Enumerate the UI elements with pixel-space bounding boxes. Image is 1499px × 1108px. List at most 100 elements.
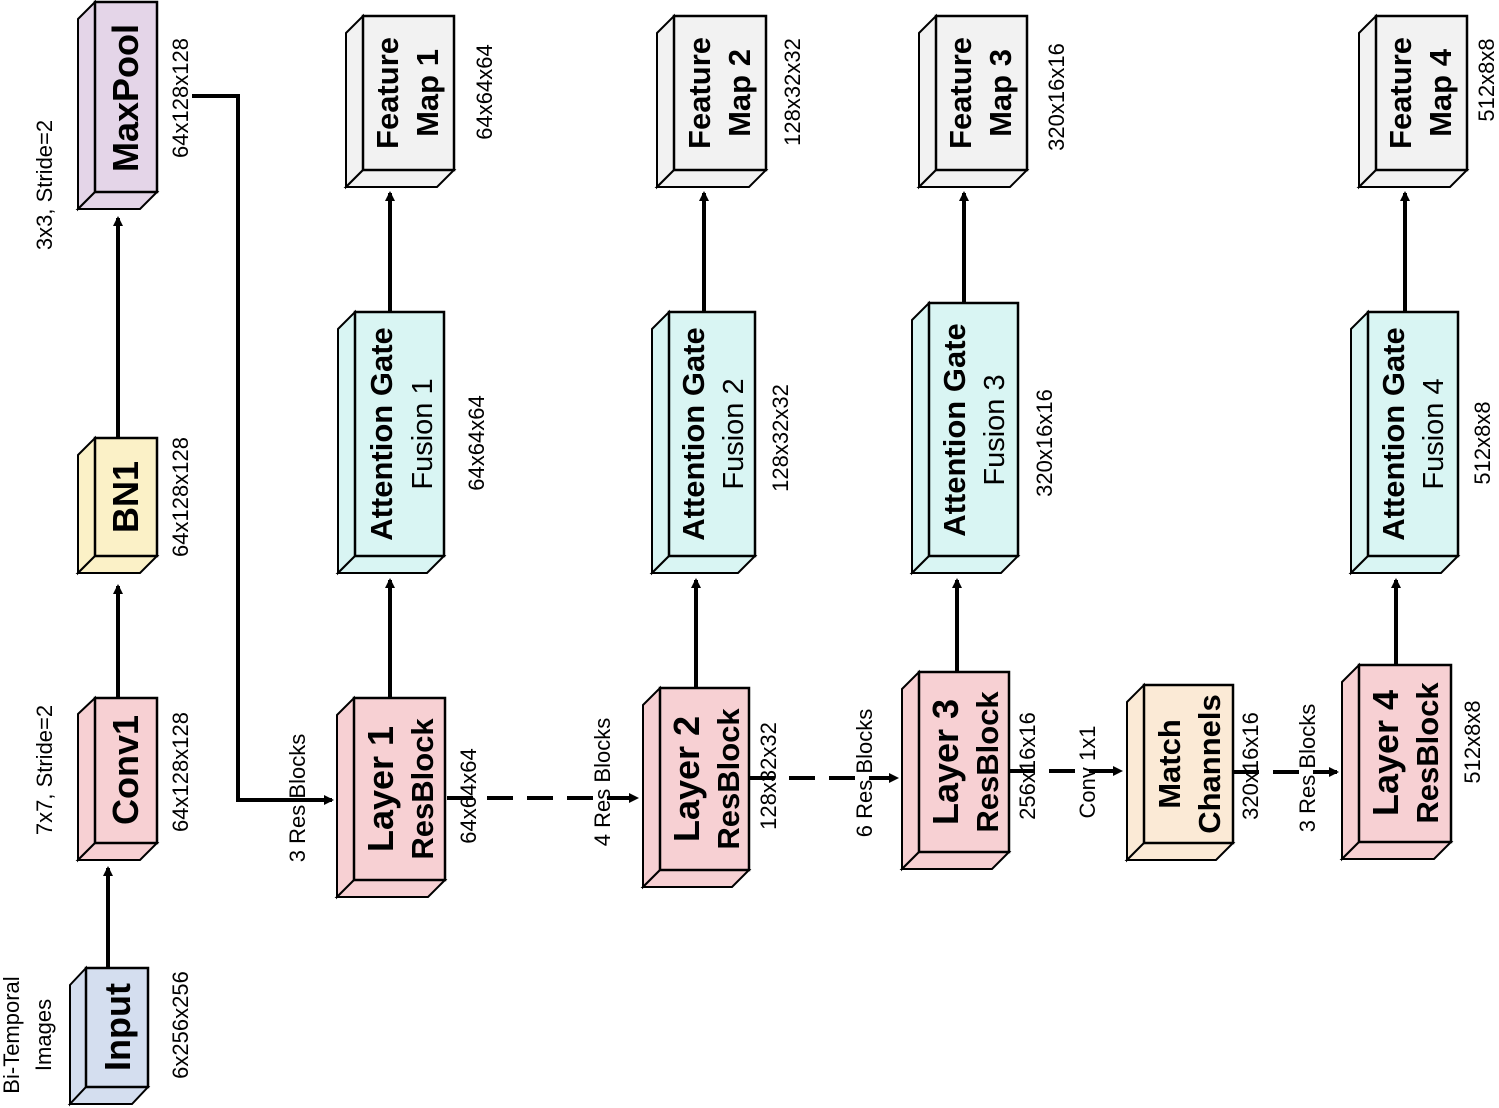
- layer3-subtitle: ResBlock: [970, 691, 1005, 833]
- gate1-title: Attention Gate: [364, 327, 399, 541]
- input-name: Input: [97, 983, 138, 1071]
- feature1-line2: Map 1: [410, 49, 445, 137]
- feature4-line1: Feature: [1383, 37, 1418, 149]
- connectors: [103, 94, 1410, 968]
- feature2-box: [672, 14, 768, 172]
- layer1-subtitle: ResBlock: [405, 718, 440, 860]
- gate1-box-bottom: [335, 555, 447, 574]
- gate4-box-bottom: [1348, 555, 1461, 574]
- layer2-box-side: [642, 685, 661, 890]
- match-dims: 320x16x16: [1238, 712, 1263, 820]
- layer4-blocks: 3 Res Blocks: [1295, 704, 1320, 832]
- attention-gate-1: Attention Gate Fusion 1 64x64x64: [335, 309, 489, 576]
- layer3-box-bottom: [899, 851, 1012, 870]
- layer2-subtitle: ResBlock: [711, 708, 746, 850]
- layer2-dims: 128x32x32: [756, 722, 781, 830]
- feature1-box-side: [345, 13, 364, 190]
- layer4-box-side: [1341, 662, 1360, 862]
- layer2-box: [658, 686, 751, 872]
- feature4-box-side: [1358, 13, 1377, 190]
- gate4-box-side: [1350, 309, 1369, 576]
- match-channels-block: Match Channels Conv 1x1 320x16x16: [1075, 682, 1263, 863]
- gate4-subtitle: Fusion 4: [1418, 378, 1450, 489]
- conv1-box: [93, 696, 159, 845]
- bn1-block: BN1 64x128x128: [75, 435, 193, 576]
- layer1-dims: 64x64x64: [456, 748, 481, 843]
- maxpool-params: 3x3, Stride=2: [32, 120, 57, 250]
- layer1-box-bottom: [334, 879, 448, 898]
- conv1-name: Conv1: [105, 715, 146, 825]
- maxpool-block: MaxPool 3x3, Stride=2 64x128x128: [32, 0, 193, 250]
- attention-gate-4: Attention Gate Fusion 4 512x8x8: [1348, 309, 1495, 576]
- bn1-dims: 64x128x128: [168, 437, 193, 557]
- gate1-subtitle: Fusion 1: [407, 378, 439, 489]
- maxpool-dims: 64x128x128: [168, 38, 193, 158]
- gate1-dims: 64x64x64: [464, 395, 489, 490]
- feature-map-2: Feature Map 2 128x32x32: [654, 13, 805, 190]
- gate1-box: [353, 310, 446, 558]
- gate4-title: Attention Gate: [1376, 327, 1411, 541]
- conv1-block: Conv1 7x7, Stride=2 64x128x128: [32, 695, 193, 863]
- gate3-dims: 320x16x16: [1032, 389, 1057, 497]
- layer3-dims: 256x16x16: [1015, 712, 1040, 820]
- layer4-box: [1357, 663, 1453, 844]
- layer4-dims: 512x8x8: [1460, 700, 1485, 783]
- feature2-box-side: [656, 13, 675, 190]
- gate4-box: [1366, 310, 1460, 558]
- bn1-box-side: [77, 435, 96, 576]
- layer3-box: [917, 670, 1011, 854]
- gate3-box-side: [911, 300, 930, 576]
- feature-map-1: Feature Map 1 64x64x64: [343, 13, 497, 190]
- gate3-box-bottom: [909, 555, 1021, 574]
- conv1-dims: 64x128x128: [168, 712, 193, 832]
- attention-gate-3: Attention Gate Fusion 3 320x16x16: [909, 300, 1057, 576]
- layer2-box-bottom: [640, 869, 752, 888]
- bn1-box: [93, 436, 159, 558]
- layer2-title: Layer 2: [666, 716, 707, 842]
- gate2-box: [667, 310, 757, 558]
- feature2-box-bottom: [654, 169, 769, 188]
- feature-map-3: Feature Map 3 320x16x16: [916, 13, 1069, 190]
- gate3-box: [927, 301, 1020, 558]
- feature4-box: [1374, 14, 1469, 172]
- feature2-line2: Map 2: [722, 49, 757, 137]
- feature1-line1: Feature: [370, 37, 405, 149]
- conv1-box-side: [77, 695, 96, 863]
- feature4-dims: 512x8x8: [1474, 38, 1499, 121]
- layer4-title: Layer 4: [1365, 690, 1406, 816]
- input-box: [84, 966, 150, 1089]
- gate2-dims: 128x32x32: [768, 384, 793, 492]
- layer1-title: Layer 1: [360, 726, 401, 852]
- layer1-block: Layer 1 ResBlock 3 Res Blocks 64x64x64: [285, 695, 481, 900]
- input-block: Input Bi-Temporal Images 6x256x256: [0, 965, 193, 1107]
- maxpool-box: [93, 0, 159, 194]
- feature3-line2: Map 3: [983, 49, 1018, 137]
- feature3-box-side: [918, 13, 937, 190]
- feature3-box: [934, 14, 1029, 172]
- layer3-title: Layer 3: [925, 699, 966, 825]
- feature1-box: [361, 14, 456, 172]
- input-dims: 6x256x256: [168, 971, 193, 1079]
- gate2-box-side: [651, 309, 670, 576]
- match-box-bottom: [1124, 842, 1236, 861]
- match-box-side: [1126, 682, 1145, 863]
- feature4-line2: Map 4: [1423, 48, 1458, 137]
- layer1-blocks: 3 Res Blocks: [285, 734, 310, 862]
- gate2-title: Attention Gate: [676, 327, 711, 541]
- gate2-box-bottom: [649, 555, 758, 574]
- match-line1: Match: [1152, 719, 1187, 809]
- feature3-dims: 320x16x16: [1044, 43, 1069, 151]
- input-caption-line2: Images: [31, 999, 56, 1071]
- attention-gate-2: Attention Gate Fusion 2 128x32x32: [649, 309, 793, 576]
- conv1-params: 7x7, Stride=2: [32, 705, 57, 835]
- bn1-name: BN1: [105, 461, 146, 533]
- feature2-dims: 128x32x32: [780, 38, 805, 146]
- input-caption-line1: Bi-Temporal: [0, 976, 24, 1093]
- layer3-block: Layer 3 ResBlock 6 Res Blocks 256x16x16: [852, 669, 1040, 872]
- gate3-subtitle: Fusion 3: [979, 374, 1011, 485]
- gate4-dims: 512x8x8: [1470, 401, 1495, 484]
- layer2-blocks: 4 Res Blocks: [590, 718, 615, 846]
- layer4-box-bottom: [1339, 841, 1454, 860]
- layer3-blocks: 6 Res Blocks: [852, 709, 877, 837]
- match-line2: Channels: [1192, 694, 1227, 834]
